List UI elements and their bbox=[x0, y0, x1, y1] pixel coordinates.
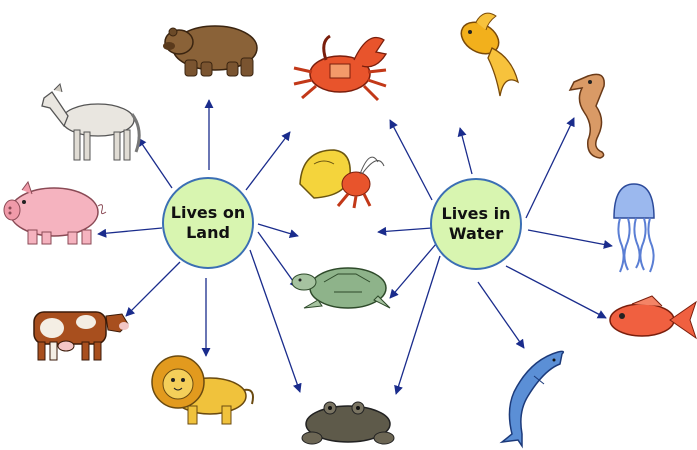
cow-icon bbox=[34, 312, 129, 360]
lion-icon bbox=[152, 356, 253, 424]
lives-on-land-node: Lives on Land bbox=[162, 177, 254, 269]
arrow-land-horse bbox=[138, 138, 172, 188]
arrow-water-frog bbox=[396, 256, 440, 394]
arrow-land-hermit bbox=[258, 224, 298, 236]
seahorse-icon bbox=[570, 74, 604, 158]
frog-icon bbox=[302, 402, 394, 444]
arrow-land-crab bbox=[246, 132, 290, 190]
arrow-water-hermit bbox=[378, 228, 432, 232]
arrow-land-cow bbox=[126, 262, 180, 316]
goldfish-icon bbox=[456, 13, 518, 96]
fish-icon bbox=[610, 296, 696, 338]
hermit-crab-icon bbox=[300, 150, 384, 208]
turtle-icon bbox=[292, 268, 390, 308]
bear-icon bbox=[163, 26, 257, 76]
arrow-water-goldfish bbox=[460, 128, 472, 174]
arrow-land-pig bbox=[98, 228, 162, 234]
jellyfish-icon bbox=[614, 184, 654, 272]
horse-icon bbox=[42, 84, 139, 160]
lives-in-water-label: Lives in Water bbox=[442, 204, 511, 244]
dolphin-icon bbox=[502, 351, 563, 446]
arrow-water-fish bbox=[506, 266, 606, 318]
lives-on-land-label: Lives on Land bbox=[171, 203, 245, 243]
pig-icon bbox=[4, 182, 106, 244]
arrow-land-frog bbox=[250, 250, 300, 392]
arrow-water-jellyfish bbox=[528, 230, 612, 246]
lives-in-water-node: Lives in Water bbox=[430, 178, 522, 270]
arrow-water-seahorse bbox=[526, 118, 574, 218]
crab-icon bbox=[294, 36, 386, 100]
arrow-water-crab bbox=[390, 120, 432, 200]
arrow-water-dolphin bbox=[478, 282, 524, 348]
